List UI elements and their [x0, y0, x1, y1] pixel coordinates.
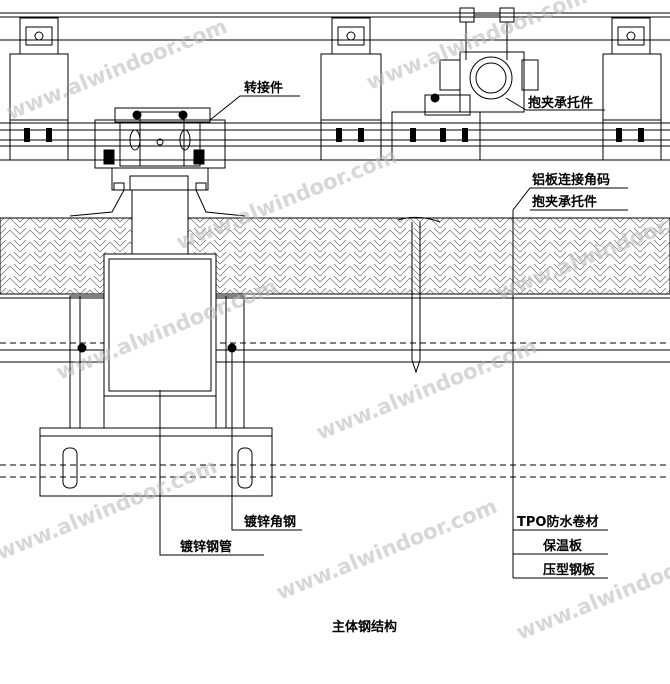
label-jiaogang: 镀锌角钢 [244, 514, 296, 530]
deck-lines [0, 293, 670, 478]
rail-band [0, 122, 670, 161]
label-yaxing: 压型钢板 [543, 562, 596, 578]
galvanized-angle-steel [39, 295, 273, 497]
watermark-8: www.alwindoor.com [273, 494, 501, 605]
label-baowen: 保温板 [542, 538, 583, 554]
leader-lines [159, 95, 628, 579]
label-gangguan: 镀锌钢管 [180, 539, 232, 555]
top-rail [0, 12, 670, 41]
label-baojia-mid: 抱夹承托件 [532, 194, 597, 210]
label-zhuanjiejian: 转接件 [244, 80, 283, 96]
watermark-6: www.alwindoor.com [313, 334, 541, 445]
watermark-9: www.alwindoor.com [513, 534, 670, 645]
drawing-title: 主体钢结构 [332, 619, 397, 635]
label-baojia-top: 抱夹承托件 [528, 95, 593, 111]
galvanized-steel-pipe [103, 189, 217, 397]
pipe-clamp-assembly [391, 7, 539, 161]
label-lvban: 铝板连接角码 [532, 172, 610, 188]
label-tpo: TPO防水卷材 [517, 514, 598, 530]
fastener-screw [397, 216, 441, 374]
rail-bolts [24, 128, 644, 142]
seam-clamp-right [602, 17, 662, 161]
